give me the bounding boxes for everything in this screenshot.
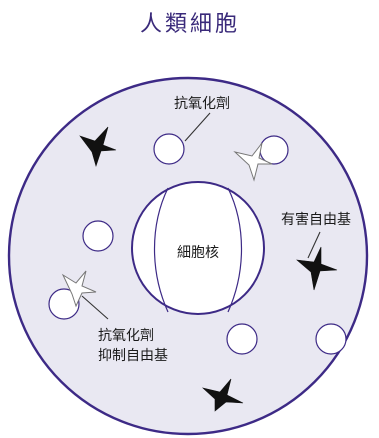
inhibit-pointer-line	[81, 295, 109, 320]
inhibit-label-line1: 抗氧化劑	[98, 327, 154, 344]
diagram-title: 人類細胞	[140, 12, 240, 37]
antioxidant-circle	[48, 288, 80, 320]
antioxidant-circle	[82, 220, 114, 252]
nucleus-label: 細胞核	[177, 245, 219, 261]
harmful-free-radical-label: 有害自由基	[281, 211, 351, 228]
antioxidant-label: 抗氧化劑	[174, 95, 230, 112]
outlined-star-icon	[233, 142, 273, 182]
inhibit-label-line2: 抑制自由基	[98, 347, 168, 364]
antioxidant-pointer-line	[184, 112, 211, 142]
antioxidant-circle	[259, 135, 289, 165]
black-star-icon	[296, 246, 338, 291]
antioxidant-circle	[226, 323, 258, 355]
antioxidant-circle	[153, 133, 185, 165]
radical-pointer-line	[307, 231, 321, 259]
antioxidant-circle	[315, 323, 347, 355]
nucleus-outline	[131, 181, 265, 315]
nucleus	[131, 181, 265, 315]
black-star-icon	[79, 126, 117, 168]
nucleus-chromatin	[153, 187, 243, 313]
outlined-star-icon	[61, 270, 97, 308]
black-star-icon	[201, 378, 244, 412]
